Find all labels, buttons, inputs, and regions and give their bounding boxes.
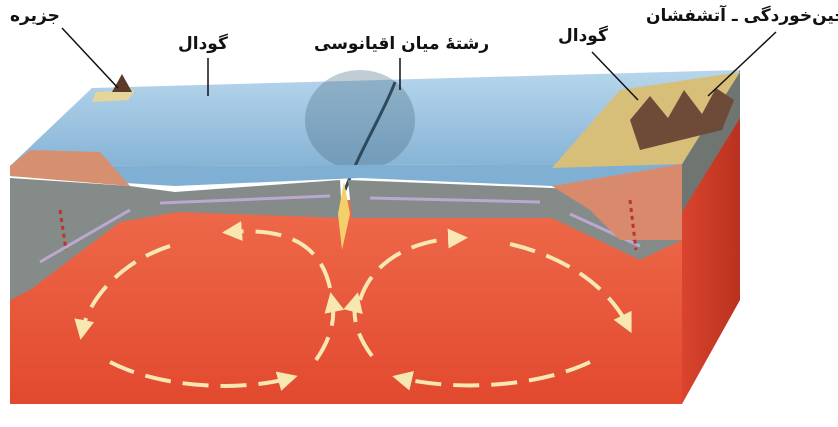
label-orogeny-volcano: چین‌خوردگی ـ آتشفشان: [646, 6, 838, 26]
label-trench-right: گودال: [558, 26, 608, 46]
label-mid-ocean-ridge: رشتهٔ میان اقیانوسی: [314, 34, 489, 54]
leader-orogeny: [708, 32, 776, 96]
label-trench-left: گودال: [178, 34, 228, 54]
leader-island: [62, 28, 118, 88]
label-island: جزیره: [10, 6, 60, 26]
island-volcano-icon: [112, 74, 132, 92]
